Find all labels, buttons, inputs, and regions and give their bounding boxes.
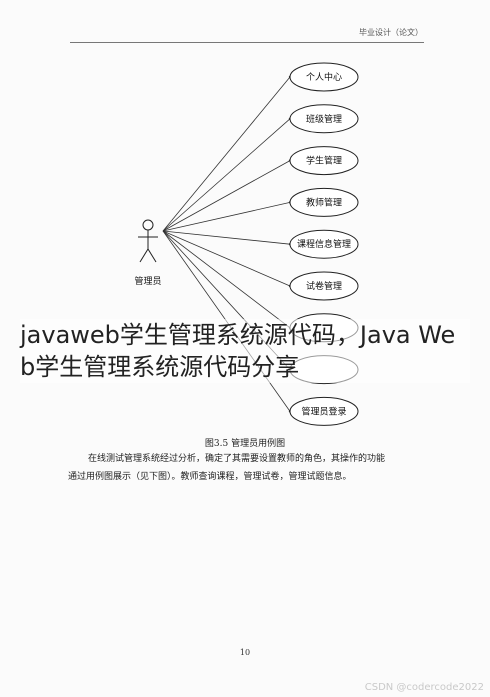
watermark: CSDN @codercode2022 xyxy=(364,682,484,693)
use-case: 试卷管理 xyxy=(289,271,359,301)
use-case-label: 试卷管理 xyxy=(306,280,342,292)
use-case-oval xyxy=(289,396,359,426)
association-line xyxy=(162,230,291,329)
figure-caption: 图3.5 管理员用例图 xyxy=(204,439,286,449)
use-case: 管理员登录 xyxy=(289,396,359,426)
article-title-overlay: javaweb学生管理系统源代码，Java Web学生管理系统源代码分享 xyxy=(20,319,470,383)
use-case: 教师管理 xyxy=(289,187,359,217)
actor-icon xyxy=(138,219,158,263)
use-case: 个人中心 xyxy=(289,62,359,92)
use-case-oval xyxy=(289,229,359,259)
page-header: 毕业设计（论文） xyxy=(359,28,423,37)
use-case-oval xyxy=(289,62,359,92)
use-case-label: 班级管理 xyxy=(306,113,342,125)
use-case-label: 管理员登录 xyxy=(301,405,346,417)
association-line xyxy=(162,230,291,245)
paragraph-line-1: 在线测试管理系统经过分析，确定了其需要设置教师的角色，其操作的功能 xyxy=(88,454,386,464)
use-case-label: 学生管理 xyxy=(306,155,342,167)
association-line xyxy=(162,160,291,232)
association-line xyxy=(162,230,291,287)
use-case-oval xyxy=(289,146,359,176)
use-case-oval xyxy=(289,271,359,301)
use-case: 班级管理 xyxy=(289,104,359,134)
use-case: 课程信息管理 xyxy=(289,229,359,259)
association-line xyxy=(162,118,291,232)
paragraph-line-2: 通过用例图展示（见下图）。教师查询课程，管理试卷，管理试题信息。 xyxy=(68,472,352,482)
header-rule xyxy=(70,42,424,43)
association-line xyxy=(162,76,291,232)
actor-label: 管理员 xyxy=(134,275,161,287)
use-case: 学生管理 xyxy=(289,146,359,176)
use-case-oval xyxy=(289,104,359,134)
use-case-label: 课程信息管理 xyxy=(297,238,351,250)
use-case-label: 个人中心 xyxy=(306,71,342,83)
association-line xyxy=(162,202,291,232)
use-case-label: 教师管理 xyxy=(306,196,342,208)
page-number: 10 xyxy=(239,648,251,657)
use-case-oval xyxy=(289,187,359,217)
